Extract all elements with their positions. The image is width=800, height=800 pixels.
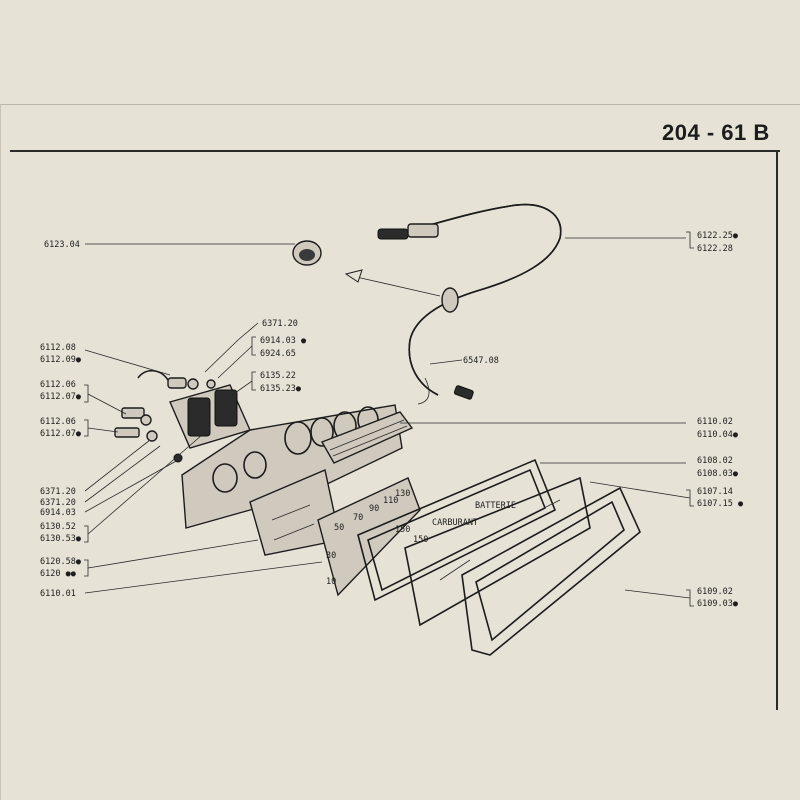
bulbs — [114, 369, 216, 463]
callout-label: 6112.08 — [40, 343, 76, 353]
cable-grommet — [441, 287, 459, 313]
callout-label: 6914.03 ● — [260, 336, 307, 346]
gauge-mark: 70 — [353, 513, 363, 523]
callout-label: 6109.03● — [697, 599, 739, 609]
callout-label: 6107.15 ● — [697, 499, 744, 509]
callout-labels: 6123.04 6122.25● 6122.28 6371.20 6914.03… — [40, 231, 744, 609]
panel-label: CARBURANT — [432, 518, 478, 528]
callout-label: 6547.08 — [463, 356, 499, 366]
sheet-edge-left — [0, 104, 1, 800]
cable-nut — [453, 385, 474, 400]
callout-label: 6112.06 — [40, 380, 76, 390]
gauge-mark: 110 — [383, 496, 398, 506]
callout-label: 6371.20 — [40, 487, 76, 497]
frame-border-top — [10, 150, 780, 152]
callout-label: 6108.02 — [697, 456, 733, 466]
cable-clip — [417, 377, 430, 405]
speedometer-cable — [377, 204, 562, 405]
callout-label: 6112.07● — [40, 429, 82, 439]
callout-label: 6112.06 — [40, 417, 76, 427]
gauge-dial: 50 70 90 110 130 150 30 10 150 — [317, 477, 428, 597]
page-number: 204 - 61 B — [662, 120, 770, 145]
bulb-holder-plate — [169, 384, 251, 449]
gauge-mark: 10 — [326, 577, 336, 587]
callout-label: 6110.02 — [697, 417, 733, 427]
gauge-mark: 150 — [395, 525, 410, 535]
bezel-frame: CARBURANT BATTERIE — [357, 458, 557, 602]
callout-label: 6135.22 — [260, 371, 296, 381]
display-panel — [320, 411, 414, 464]
callout-label: 6110.04● — [697, 430, 739, 440]
callout-label: 6135.23● — [260, 384, 302, 394]
callout-label: 6107.14 — [697, 487, 733, 497]
gauge-mark: 130 — [395, 489, 410, 499]
callout-label: 6914.03 — [40, 508, 76, 518]
callout-label: 6112.07● — [40, 392, 82, 402]
callout-label: 6122.25● — [697, 231, 739, 241]
gauge-mark: 30 — [326, 551, 336, 561]
callout-label: 6371.20 — [262, 319, 298, 329]
leader-lines — [84, 231, 694, 607]
direction-arrow — [344, 269, 441, 297]
gauge-mark: 50 — [334, 523, 344, 533]
cable-end-fitting — [377, 228, 409, 240]
outer-rim — [461, 486, 641, 656]
callout-label: 6110.01 — [40, 589, 76, 599]
callout-label: 6123.04 — [44, 240, 80, 250]
callout-label: 6120 ●● — [40, 569, 77, 579]
glass-lens — [404, 476, 591, 627]
callout-label: 6924.65 — [260, 349, 296, 359]
gauge-mark: 150 — [413, 535, 428, 545]
panel-label: BATTERIE — [475, 501, 516, 511]
gauge-mark: 90 — [369, 504, 379, 514]
callout-label: 6130.52 — [40, 522, 76, 532]
callout-label: 6371.20 — [40, 498, 76, 508]
callout-label: 6109.02 — [697, 587, 733, 597]
sheet-edge-top — [0, 104, 800, 105]
callout-label: 6122.28 — [697, 244, 733, 254]
frame-border-right — [776, 150, 778, 710]
callout-label: 6120.58● — [40, 557, 82, 567]
grommet-part — [292, 240, 322, 266]
callout-label: 6112.09● — [40, 355, 82, 365]
callout-label: 6108.03● — [697, 469, 739, 479]
callout-label: 6130.53● — [40, 534, 82, 544]
